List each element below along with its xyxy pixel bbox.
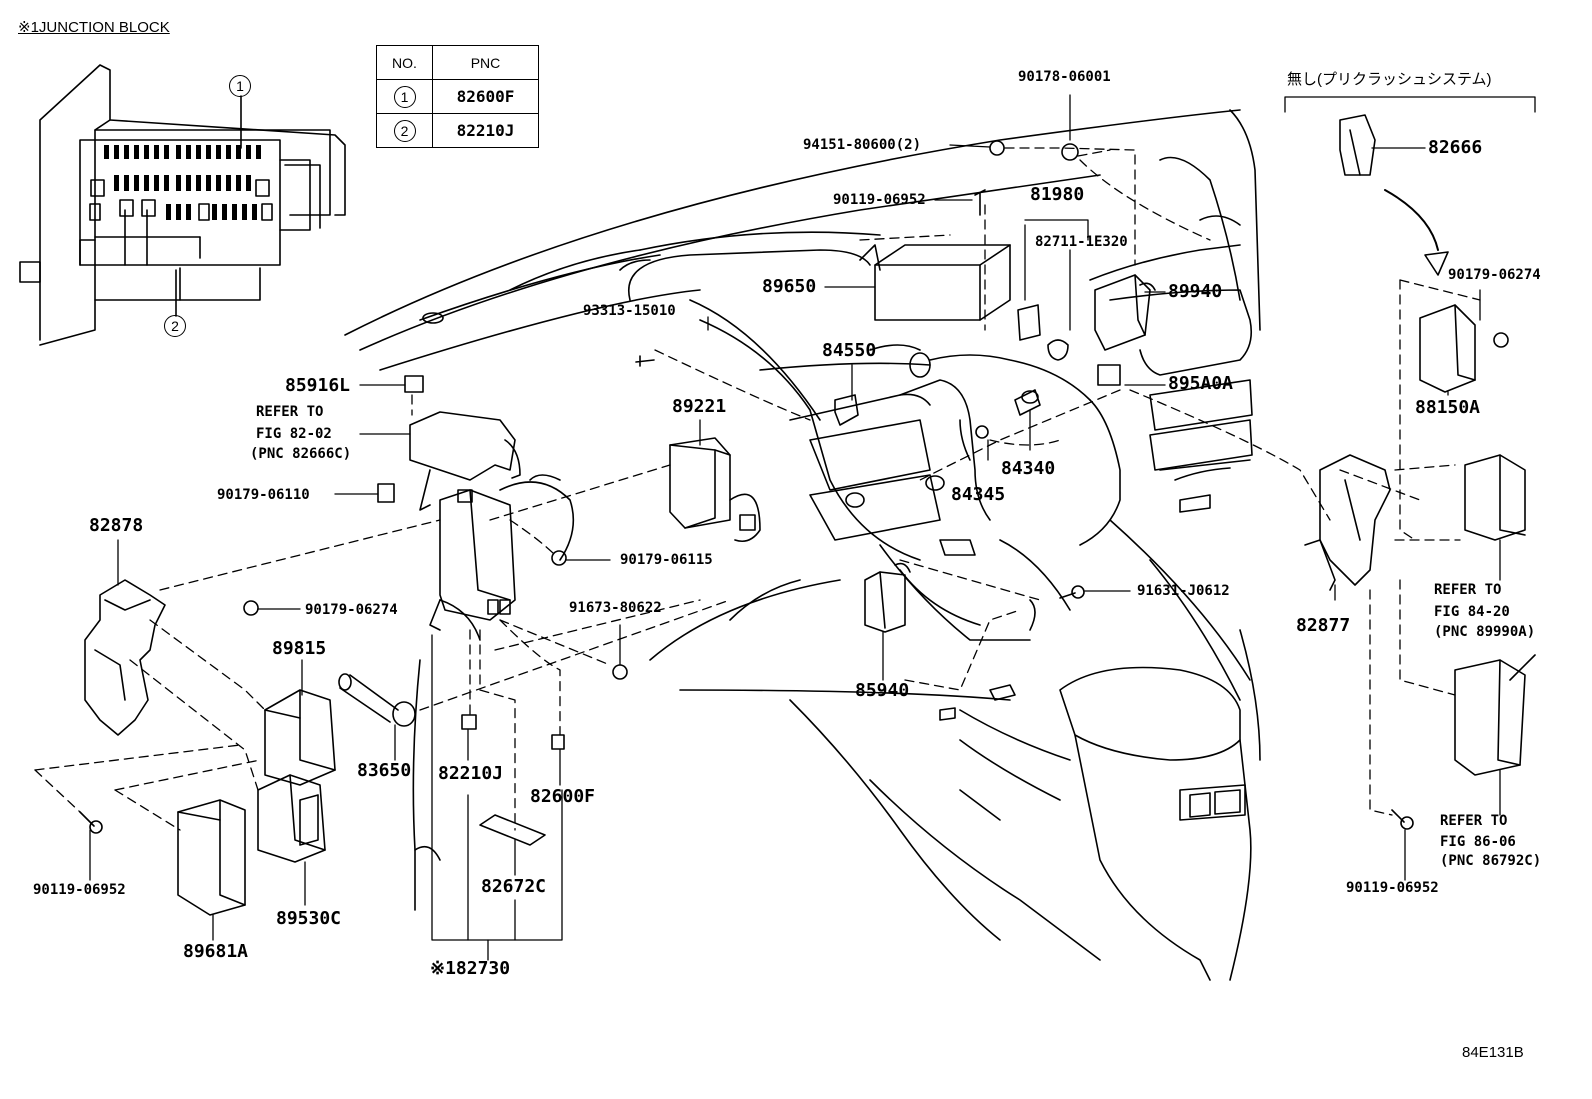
component-895A0A: [1097, 364, 1121, 386]
component-fig84-20-module: [1464, 454, 1526, 541]
component-82877-bracket: [1304, 454, 1391, 591]
part-label-84345: 84345: [951, 484, 1006, 505]
refer-note-fig84-line3: (PNC 89990A): [1434, 624, 1536, 640]
fasteners: [79, 140, 1509, 834]
move-arrow: [1384, 189, 1449, 276]
component-81980-relay: [1017, 304, 1069, 361]
part-label-88150A: 88150A: [1415, 397, 1481, 418]
refer-note-fig86-line3: (PNC 86792C): [1440, 853, 1542, 869]
part-label-82730: ※182730: [430, 958, 511, 979]
component-89815-module: [264, 689, 336, 786]
component-84550: [834, 394, 859, 426]
part-label-89650: 89650: [762, 276, 817, 297]
part-label-83650: 83650: [357, 760, 412, 781]
component-junction-block-box: [429, 489, 516, 631]
component-82666-bracket: [1339, 114, 1376, 176]
fuse-outlines: [89, 179, 273, 221]
pnc-row-no: 1: [393, 85, 416, 108]
component-82210J-fuse: [461, 714, 477, 730]
part-label-90179-06274-left: 90179-06274: [305, 602, 398, 618]
figure-code: 84E131B: [1462, 1044, 1524, 1061]
junction-block-inset: [19, 64, 346, 346]
component-82600F-fuse: [551, 734, 565, 750]
part-label-94151-80600: 94151-80600(2): [803, 137, 922, 153]
component-84340: [1014, 389, 1041, 416]
part-label-85916L: 85916L: [285, 375, 351, 396]
part-label-895A0A: 895A0A: [1168, 373, 1234, 394]
component-83650-cylinder: [338, 673, 416, 727]
pnc-row-pnc: 82600F: [432, 79, 539, 114]
component-89681A-ecu: [177, 799, 246, 916]
pnc-row-no-cell: 1: [376, 79, 433, 114]
part-label-89221: 89221: [672, 396, 727, 417]
pnc-header-pnc: PNC: [432, 45, 539, 80]
part-label-89815: 89815: [272, 638, 327, 659]
component-89650-box: [859, 244, 1011, 321]
part-label-82672C: 82672C: [481, 876, 547, 897]
pnc-header-no: NO.: [376, 45, 433, 80]
part-label-90119-06952-right: 90119-06952: [1346, 880, 1439, 896]
pnc-table-header: NO. PNC: [376, 45, 539, 80]
refer-note-fig86-line1: REFER TO: [1440, 813, 1508, 829]
part-label-82666: 82666: [1428, 137, 1483, 158]
part-label-82600F: 82600F: [530, 786, 596, 807]
leader-lines: [89, 94, 1536, 961]
part-label-90179-06110: 90179-06110: [217, 487, 310, 503]
refer-note-fig82-line1: REFER TO: [256, 404, 324, 420]
junction-block-title: ※1JUNCTION BLOCK: [18, 19, 170, 36]
pnc-row-no: 2: [393, 119, 416, 142]
part-label-89940: 89940: [1168, 281, 1223, 302]
part-label-91631-J0612: 91631-J0612: [1137, 583, 1230, 599]
part-label-93313-15010: 93313-15010: [583, 303, 676, 319]
callout-2: 2: [164, 315, 186, 337]
component-89221-ecu: [669, 437, 731, 529]
component-89530C-module: [257, 774, 326, 863]
pre-crash-group-label: 無し(プリクラッシュシステム): [1287, 71, 1492, 88]
pnc-table-row: 2 82210J: [376, 113, 539, 148]
part-label-81980: 81980: [1030, 184, 1085, 205]
part-label-84550: 84550: [822, 340, 877, 361]
component-82672C-puller: [479, 814, 546, 846]
callout-1: 1: [229, 75, 251, 97]
part-label-89530C: 89530C: [276, 908, 342, 929]
part-label-82711-1E320: 82711-1E320: [1035, 234, 1128, 250]
part-label-89681A: 89681A: [183, 941, 249, 962]
refer-note-fig82-line2: FIG 82-02: [256, 426, 332, 442]
part-label-82878: 82878: [89, 515, 144, 536]
part-label-90179-06115: 90179-06115: [620, 552, 713, 568]
pnc-row-no-cell: 2: [376, 113, 433, 148]
fuse-slots: [104, 145, 261, 220]
component-85940-sensor: [864, 562, 911, 633]
part-label-90119-06952-left: 90119-06952: [33, 882, 126, 898]
component-85916L: [404, 375, 424, 393]
component-89940: [1094, 274, 1156, 351]
component-88150A-module: [1419, 304, 1476, 393]
component-fig86-06-ecu: [1454, 654, 1536, 776]
part-label-90179-06274-right: 90179-06274: [1448, 267, 1541, 283]
part-label-91673-80622: 91673-80622: [569, 600, 662, 616]
component-82878-bracket: [84, 579, 166, 736]
part-label-82877: 82877: [1296, 615, 1351, 636]
refer-note-fig84-line1: REFER TO: [1434, 582, 1502, 598]
part-label-90119-06952-top: 90119-06952: [833, 192, 926, 208]
dashed-lines: [34, 147, 1481, 831]
component-fig82-02-bracket: [409, 411, 521, 511]
part-label-90178-06001: 90178-06001: [1018, 69, 1111, 85]
component-90179-06110-clip: [377, 483, 395, 503]
pnc-table: NO. PNC 1 82600F 2 82210J: [376, 45, 539, 148]
pnc-row-pnc: 82210J: [432, 113, 539, 148]
pnc-table-row: 1 82600F: [376, 79, 539, 114]
part-label-84340: 84340: [1001, 458, 1056, 479]
dashboard-outline: [344, 109, 1261, 981]
part-label-82210J: 82210J: [438, 763, 504, 784]
part-label-85940: 85940: [855, 680, 910, 701]
refer-note-fig82-line3: (PNC 82666C): [250, 446, 352, 462]
refer-note-fig84-line2: FIG 84-20: [1434, 604, 1510, 620]
refer-note-fig86-line2: FIG 86-06: [1440, 834, 1516, 850]
